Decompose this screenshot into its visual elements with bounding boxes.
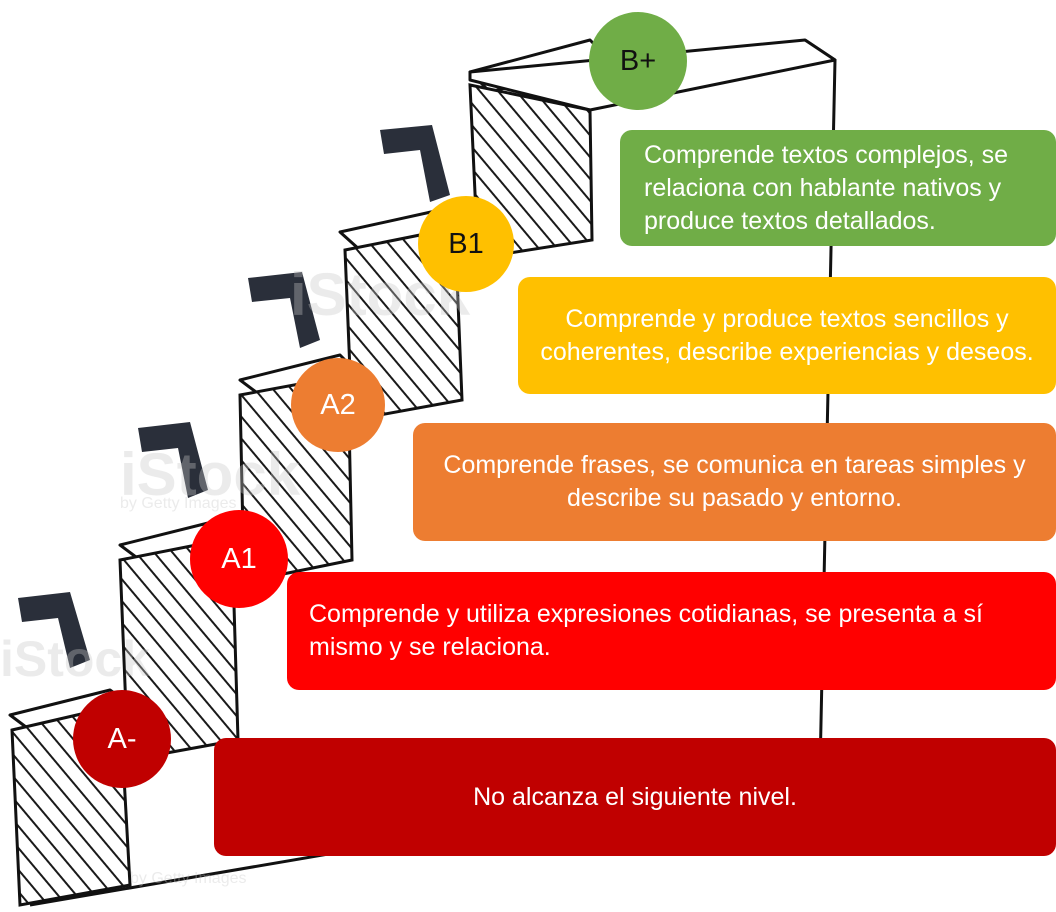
level-a-minus-label: A- bbox=[107, 722, 137, 755]
level-b1-label: B1 bbox=[448, 227, 484, 260]
level-b-plus-text: Comprende textos complejos, se relaciona… bbox=[644, 140, 1009, 235]
level-b-plus-description: Comprende textos complejos, se relaciona… bbox=[620, 130, 1056, 246]
level-b-plus-label: B+ bbox=[619, 44, 657, 77]
level-b1-text: Comprende y produce textos sencillos y c… bbox=[540, 304, 1034, 366]
level-a1-badge: A1 bbox=[190, 510, 288, 608]
level-a2-badge: A2 bbox=[291, 358, 385, 452]
level-a-minus-text: No alcanza el siguiente nivel. bbox=[473, 782, 797, 811]
level-b1-description: Comprende y produce textos sencillos y c… bbox=[518, 277, 1056, 394]
level-a2-description: Comprende frases, se comunica en tareas … bbox=[413, 423, 1056, 541]
level-a-minus-badge: A- bbox=[73, 690, 171, 788]
level-a2-label: A2 bbox=[320, 388, 356, 421]
watermark: iStock bbox=[0, 631, 151, 687]
level-a1-label: A1 bbox=[221, 542, 257, 575]
level-b-plus-badge: B+ bbox=[589, 12, 687, 110]
level-b1-badge: B1 bbox=[418, 196, 514, 292]
level-a-minus-description: No alcanza el siguiente nivel. bbox=[214, 738, 1056, 856]
level-a1-text: Comprende y utiliza expresiones cotidian… bbox=[309, 600, 983, 661]
level-a1-description: Comprende y utiliza expresiones cotidian… bbox=[287, 572, 1056, 690]
watermark-credit: by Getty Images bbox=[120, 495, 237, 512]
watermark: iStock bbox=[120, 441, 301, 508]
level-a2-text: Comprende frases, se comunica en tareas … bbox=[443, 451, 1026, 512]
watermark-credit: by Getty Images bbox=[130, 870, 247, 887]
